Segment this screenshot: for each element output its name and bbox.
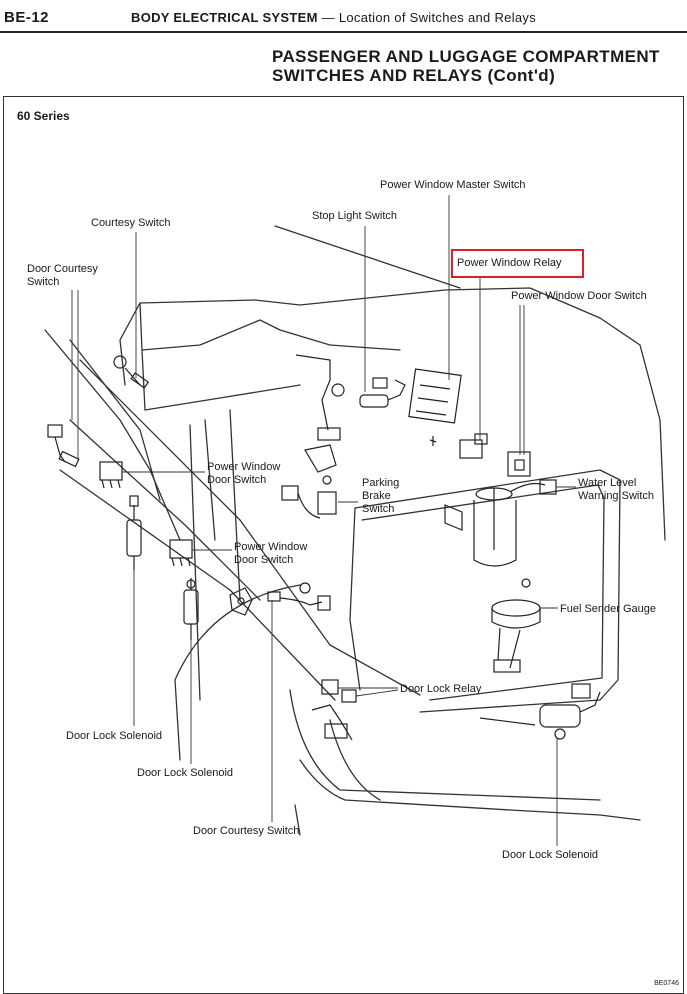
system-title: BODY ELECTRICAL SYSTEM — Location of Swi…: [131, 10, 536, 25]
power-window-switch-b-part: [169, 539, 193, 567]
label-stop-light-switch: Stop Light Switch: [312, 210, 397, 222]
highlight-box: [451, 249, 584, 278]
pillar-left: [119, 302, 141, 386]
label-pw-door-b-line-1: Power Window: [234, 541, 308, 553]
section-title-line-1: PASSENGER AND LUGGAGE COMPARTMENT: [272, 47, 660, 66]
door-lock-relay-part: [311, 679, 357, 741]
page-header: BE-12 BODY ELECTRICAL SYSTEM — Location …: [0, 0, 687, 34]
label-water-level-warning-switch: Water Level Warning Switch: [578, 477, 654, 503]
floor-diagonal: [59, 469, 336, 701]
label-parking-brake-switch: Parking Brake Switch: [362, 477, 399, 516]
label-pw-door-b-line-2: Door Switch: [234, 554, 294, 566]
door-courtesy-switch-part: [47, 424, 80, 468]
label-parking-brake-line-3: Switch: [362, 503, 395, 515]
tailgate-left: [349, 507, 361, 691]
leader-door-lock-relay-2: [355, 689, 399, 697]
label-fuel-sender-gauge: Fuel Sender Gauge: [560, 603, 657, 615]
label-door-lock-solenoid-right: Door Lock Solenoid: [502, 849, 599, 861]
label-power-window-door-switch-a: Power Window Door Switch: [207, 461, 280, 487]
label-power-window-door-switch-top: Power Window Door Switch: [511, 290, 647, 302]
floor-line-2: [204, 419, 216, 541]
label-water-level-line-1: Water Level: [578, 477, 637, 489]
label-power-window-relay: Power Window Relay: [457, 257, 562, 269]
label-pw-door-a-line-2: Door Switch: [207, 474, 267, 486]
label-door-courtesy-switch-bottom: Door Courtesy Switch: [193, 825, 300, 837]
system-name: BODY ELECTRICAL SYSTEM: [131, 10, 318, 25]
bumper-lower: [299, 759, 641, 821]
washer-tank-part: [444, 479, 557, 567]
door-pillar-2: [44, 329, 181, 541]
lower-body: [294, 804, 301, 836]
system-subtitle: — Location of Switches and Relays: [321, 10, 537, 25]
parking-brake-switch-part: [281, 444, 337, 519]
label-door-courtesy-line-1: Door Courtesy: [27, 263, 98, 275]
roof-outline: [139, 287, 641, 346]
label-power-window-door-switch-b: Power Window Door Switch: [234, 541, 307, 567]
rear-door-lock-solenoid-part: [479, 683, 601, 740]
door-courtesy-switch-bottom-part: [267, 582, 331, 611]
label-power-window-master-switch: Power Window Master Switch: [380, 179, 526, 191]
floor-line-1: [189, 424, 201, 701]
floor-line-3: [229, 409, 241, 601]
roof-line-upper: [274, 225, 461, 289]
label-water-level-line-2: Warning Switch: [578, 490, 655, 502]
page-number: BE-12: [4, 9, 50, 26]
label-door-lock-solenoid-left: Door Lock Solenoid: [66, 730, 163, 742]
master-switch-part: [408, 368, 462, 446]
door-lock-solenoid-left-part: [126, 495, 142, 570]
section-title: PASSENGER AND LUGGAGE COMPARTMENT SWITCH…: [272, 47, 660, 85]
door-edge: [69, 419, 261, 601]
power-window-door-switch-right-part: [507, 451, 531, 477]
label-door-courtesy-line-2: Switch: [27, 276, 60, 288]
figure-code: BE0746: [654, 980, 679, 987]
tailgate-inner: [361, 484, 605, 701]
power-window-switch-a-part: [99, 461, 123, 489]
series-label: 60 Series: [17, 109, 70, 123]
header-rule: [0, 31, 687, 33]
door-inner-line: [79, 359, 421, 696]
rear-door-lower: [174, 679, 181, 761]
dash-shelf: [139, 302, 401, 351]
power-window-relay-part: [459, 433, 488, 459]
bumper-edge: [329, 719, 381, 801]
bumper-upper: [289, 689, 601, 801]
dash-lower: [141, 349, 301, 411]
label-parking-brake-line-2: Brake: [362, 490, 391, 502]
right-body: [639, 344, 666, 541]
fuel-sender-part: [491, 578, 541, 673]
label-parking-brake-line-1: Parking: [362, 477, 400, 489]
section-title-line-2: SWITCHES AND RELAYS (Cont'd): [272, 66, 556, 85]
door-lock-solenoid-center-part: [183, 578, 199, 640]
label-door-courtesy-switch: Door Courtesy Switch: [27, 263, 98, 289]
stop-light-switch-part: [295, 354, 406, 441]
courtesy-switch-part: [113, 355, 150, 389]
door-latch-part: [229, 587, 253, 616]
label-pw-door-a-line-1: Power Window: [207, 461, 281, 473]
tailgate-frame: [354, 469, 621, 713]
label-door-lock-relay: Door Lock Relay: [400, 683, 482, 695]
rear-door-curve: [174, 584, 301, 681]
label-courtesy-switch: Courtesy Switch: [91, 217, 171, 229]
label-door-lock-solenoid-center: Door Lock Solenoid: [137, 767, 234, 779]
